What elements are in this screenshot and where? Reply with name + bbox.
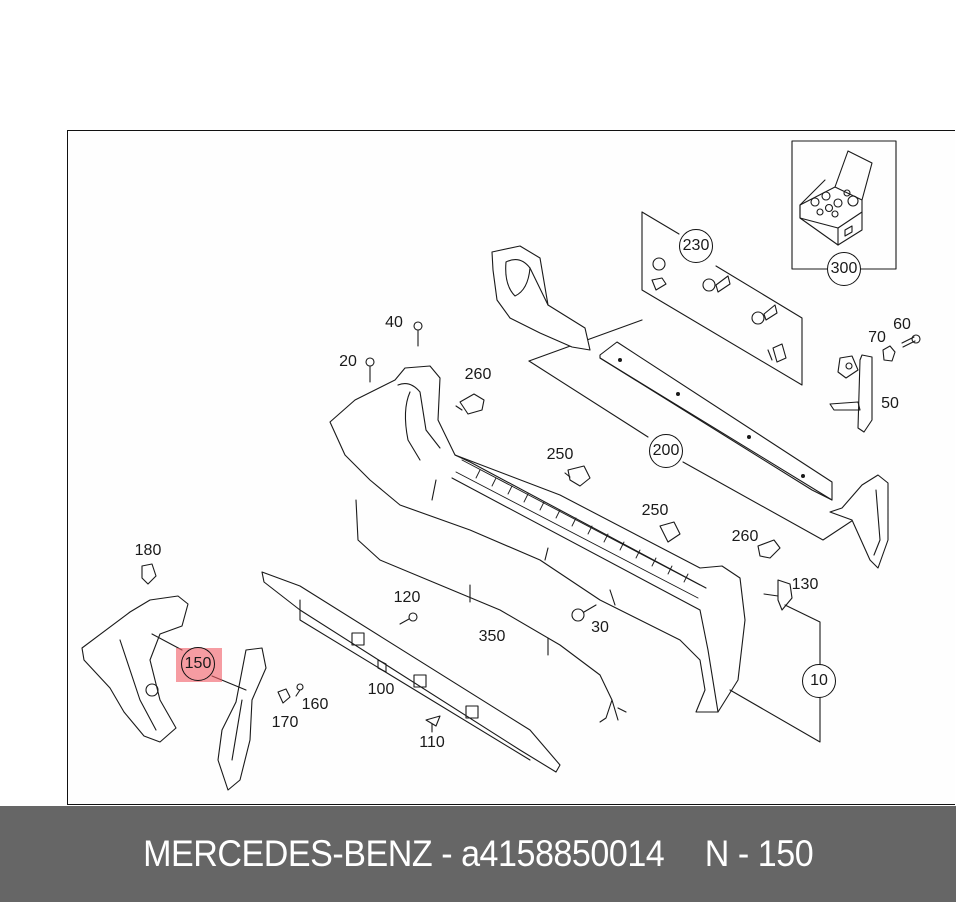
part-number: a4158850014 [460, 833, 665, 874]
clips-panel-230 [641, 211, 803, 386]
nut-170-icon [277, 688, 291, 704]
position-separator: - [728, 833, 758, 874]
side-bracket-50 [829, 354, 873, 433]
screw-40-icon [413, 321, 423, 347]
callout-130[interactable]: 130 [791, 576, 819, 593]
impact-bar-100 [261, 571, 561, 773]
bumper-cover [329, 365, 746, 713]
sensor-250b-icon [659, 521, 681, 543]
footer-caption: MERCEDES-BENZ - a4158850014 N - 150 [142, 833, 814, 875]
bracket-130-icon [763, 579, 793, 611]
sensor-260a-icon [455, 393, 485, 415]
screw-120-icon [399, 612, 418, 625]
rivet-110-icon [425, 715, 441, 733]
callout-180[interactable]: 180 [134, 542, 162, 559]
callout-40[interactable]: 40 [385, 314, 403, 331]
callout-250[interactable]: 250 [641, 502, 669, 519]
callout-250[interactable]: 250 [546, 446, 574, 463]
callout-circle-150-highlighted[interactable]: 150 [181, 647, 215, 681]
callout-circle-300[interactable]: 300 [827, 252, 861, 286]
callout-50[interactable]: 50 [881, 395, 899, 412]
callout-circle-200[interactable]: 200 [649, 434, 683, 468]
screw-160-icon [295, 683, 304, 697]
callout-circle-10[interactable]: 10 [802, 664, 836, 698]
parts-kit-box-icon [799, 150, 873, 246]
corner-bracket-upper [491, 245, 591, 351]
callout-350[interactable]: 350 [478, 628, 506, 645]
brand-name: MERCEDES-BENZ [142, 833, 433, 874]
callout-260[interactable]: 260 [731, 528, 759, 545]
footer-bar: MERCEDES-BENZ - a4158850014 N - 150 [0, 806, 956, 902]
wiring-harness-350 [355, 499, 627, 723]
screw-20-icon [365, 357, 375, 383]
callout-120[interactable]: 120 [393, 589, 421, 606]
callout-160[interactable]: 160 [301, 696, 329, 713]
position-number: 150 [757, 833, 814, 874]
callout-60[interactable]: 60 [893, 316, 911, 333]
separator: - [432, 833, 461, 874]
sensor-250a-icon [564, 465, 591, 487]
sensor-260b-icon [757, 539, 781, 559]
callout-170[interactable]: 170 [271, 714, 299, 731]
assembly-10-leader [729, 604, 821, 743]
position-prefix: N [704, 833, 730, 874]
callout-20[interactable]: 20 [339, 353, 357, 370]
nut-70-icon [882, 345, 896, 362]
callout-circle-230[interactable]: 230 [679, 229, 713, 263]
bracket-150-left [81, 595, 189, 743]
callout-260[interactable]: 260 [464, 366, 492, 383]
step-pad-ribs [455, 459, 701, 599]
callout-70[interactable]: 70 [868, 329, 886, 346]
callout-30[interactable]: 30 [591, 619, 609, 636]
screw-60-icon [901, 334, 921, 348]
clip-180-icon [141, 563, 157, 585]
callout-110[interactable]: 110 [419, 734, 445, 751]
corner-bracket-right [829, 474, 889, 569]
bracket-150-right [211, 647, 267, 791]
screw-30-icon [571, 604, 597, 622]
callout-100[interactable]: 100 [367, 681, 395, 698]
